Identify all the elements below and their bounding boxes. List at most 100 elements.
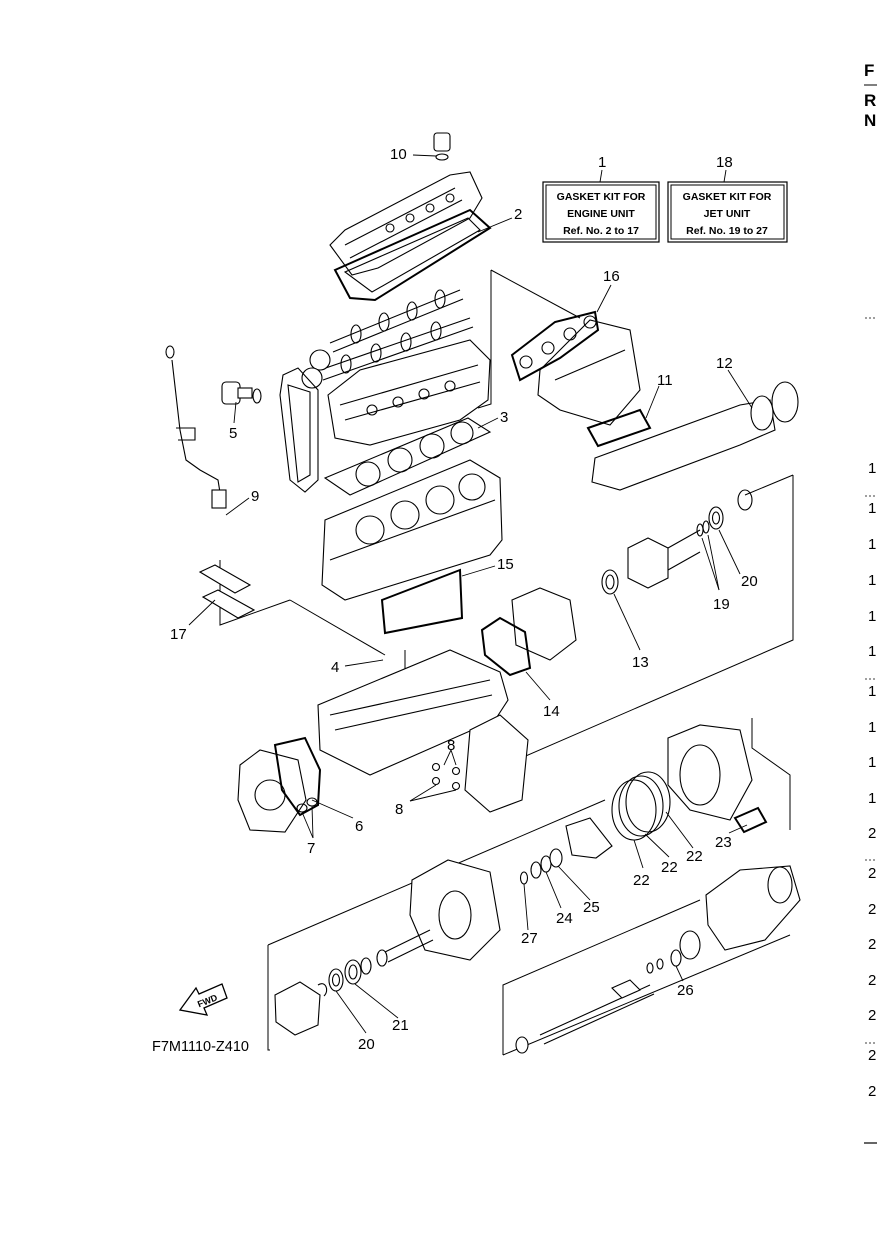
edge-row: 1: [868, 500, 876, 517]
cap-with-o-ring-26: [670, 930, 701, 967]
callout-6: 6: [355, 818, 363, 835]
edge-row: 2: [868, 901, 876, 918]
engine-kit-line-3: Ref. No. 2 to 17: [563, 225, 639, 237]
callout-2: 2: [514, 206, 522, 223]
cylinder-head-cover: [329, 171, 483, 276]
muffler-gasket: [586, 408, 652, 448]
callout-11: 11: [657, 372, 673, 389]
callout-1: 1: [598, 154, 606, 171]
edge-heading-r: R: [864, 91, 876, 110]
callout-19: 19: [713, 596, 730, 613]
callout-23: 23: [715, 834, 732, 851]
wear-ring-sleeve: [565, 817, 613, 859]
edge-heading-n: N: [864, 111, 876, 130]
housing-gasket-14: [480, 616, 532, 677]
callout-14: 14: [543, 703, 560, 720]
jet-kit-line-2: JET UNIT: [704, 208, 751, 220]
edge-row: 1: [868, 608, 876, 625]
jet-kit-line-3: Ref. No. 19 to 27: [686, 225, 768, 237]
edge-row: 1: [868, 572, 876, 589]
callout-17: 17: [170, 626, 187, 643]
forward-arrow-icon: FWD: [178, 983, 228, 1016]
edge-row: 1: [868, 643, 876, 660]
leader-lines: [188, 154, 753, 1034]
timing-chain: [279, 367, 319, 493]
seals-24-25-27: [519, 848, 563, 885]
edge-row: 2: [868, 1007, 876, 1024]
callout-10: 10: [390, 146, 407, 163]
callout-4: 4: [331, 659, 339, 676]
oil-seal-21: [344, 959, 362, 985]
exhaust-outlet: [750, 381, 799, 431]
o-rings-19: [696, 520, 710, 537]
edge-row: 2: [868, 865, 876, 882]
chain-tensioner: [221, 381, 262, 405]
edge-row: 1: [868, 790, 876, 807]
oil-seal-20-lower: [317, 968, 344, 997]
jet-gasket-kit-label: GASKET KIT FOR JET UNIT Ref. No. 19 to 2…: [667, 169, 788, 243]
right-edge-heading: F R N: [864, 61, 877, 130]
cylinder-head-gasket: [323, 417, 492, 496]
callout-7: 7: [307, 840, 315, 857]
edge-row: 2: [868, 825, 876, 842]
callout-24: 24: [556, 910, 573, 927]
callout-15: 15: [497, 556, 514, 573]
drive-shaft-front: [360, 929, 434, 975]
right-edge-column: 1 1 1 1 1 1 1 1 1 1 2 2 2 2 2 2 2 2: [864, 317, 877, 1144]
drawing-code: F7M1110-Z410: [152, 1039, 249, 1055]
engine-kit-line-1: GASKET KIT FOR: [557, 191, 646, 203]
engine-kit-line-2: ENGINE UNIT: [567, 208, 635, 220]
cylinder-block: [321, 459, 503, 601]
cylinder-head: [327, 339, 491, 446]
callout-20-upper: 20: [741, 573, 758, 590]
stator-cover: [237, 749, 307, 833]
callout-9: 9: [251, 488, 259, 505]
edge-row: 2: [868, 972, 876, 989]
callout-18: 18: [716, 154, 733, 171]
edge-row: 1: [868, 719, 876, 736]
oil-dipstick: [165, 345, 227, 509]
edge-row: 1: [868, 754, 876, 771]
edge-row: 2: [868, 936, 876, 953]
callout-13: 13: [632, 654, 649, 671]
oil-seal-20: [708, 489, 753, 530]
oil-filler-cap: [433, 132, 451, 161]
callout-8-lower: 8: [395, 801, 403, 818]
callout-22-b: 22: [661, 859, 678, 876]
callout-26: 26: [677, 982, 694, 999]
edge-row: 1: [868, 460, 876, 477]
callout-16: 16: [603, 268, 620, 285]
edge-row: 2: [868, 1083, 876, 1100]
edge-row: 1: [868, 536, 876, 553]
crankcase: [317, 649, 509, 776]
exhaust-manifold-gasket: [510, 310, 600, 382]
jet-pump-body: [409, 859, 501, 961]
exhaust-pipe: [591, 399, 776, 491]
camshafts: [301, 289, 474, 389]
jet-kit-line-1: GASKET KIT FOR: [683, 191, 772, 203]
oil-seal-13: [601, 569, 619, 595]
callout-5: 5: [229, 425, 237, 442]
head-cover-gasket: [333, 208, 492, 302]
bearing-housing: [511, 587, 577, 661]
jet-nozzle: [705, 865, 801, 951]
wear-ring-gaskets-22: [611, 771, 671, 841]
callout-27: 27: [521, 930, 538, 947]
jet-intake-housing: [667, 724, 753, 821]
crankcase-gasket: [380, 568, 464, 635]
callout-22-c: 22: [686, 848, 703, 865]
callout-22-a: 22: [633, 872, 650, 889]
edge-row: 2: [868, 1047, 876, 1064]
callout-21: 21: [392, 1017, 409, 1034]
engine-group-lines: [219, 269, 794, 766]
callout-20-lower: 20: [358, 1036, 375, 1053]
callout-3: 3: [500, 409, 508, 426]
edge-heading-f: F: [864, 61, 874, 80]
oil-pan-gaskets: [198, 564, 256, 619]
oil-pump-housing: [431, 714, 529, 813]
callout-numbers: 10 2 16 12 11 5 3 9 15 20 19 17 13 4 14 …: [170, 146, 758, 1053]
callout-25: 25: [583, 899, 600, 916]
drive-coupling: [627, 529, 701, 589]
front-bearing-housing: [274, 981, 321, 1036]
